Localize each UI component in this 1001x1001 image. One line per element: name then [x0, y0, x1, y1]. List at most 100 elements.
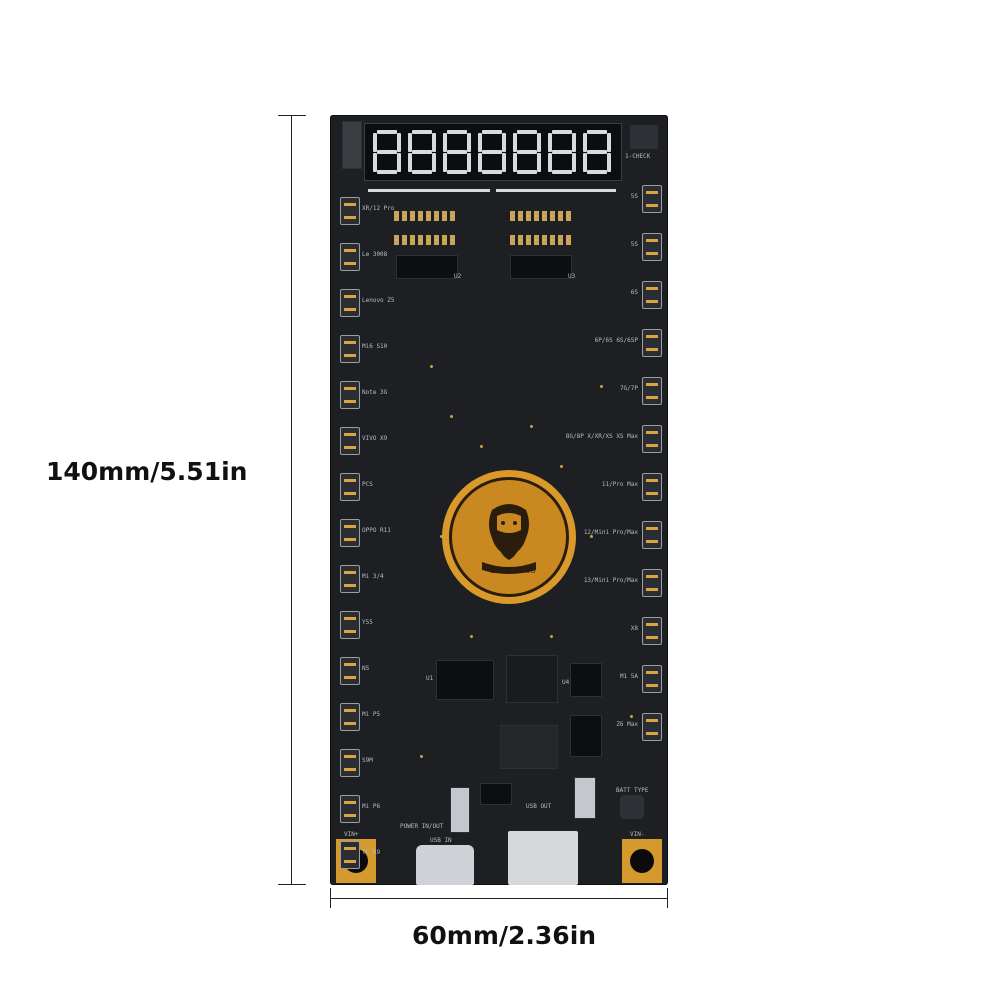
logo-ring: Since 1938	[449, 477, 569, 597]
resistor	[450, 211, 455, 221]
connector-label-left: Lenovo Z5	[362, 297, 395, 304]
display-digit	[513, 130, 541, 174]
solder-dot	[480, 445, 483, 448]
resistor	[558, 211, 563, 221]
logo-badge: Since 1938	[442, 470, 576, 604]
battery-connector-left[interactable]	[340, 473, 360, 501]
battery-connector-right[interactable]	[642, 185, 662, 213]
battery-connector-left[interactable]	[340, 519, 360, 547]
display-digit	[443, 130, 471, 174]
resistor	[542, 235, 547, 245]
check-label: 1-CHECK	[625, 153, 651, 160]
battery-connector-right[interactable]	[642, 233, 662, 261]
battery-connector-left[interactable]	[340, 381, 360, 409]
solder-dot	[420, 755, 423, 758]
battery-connector-left[interactable]	[340, 197, 360, 225]
solder-dot	[430, 365, 433, 368]
toggle-switch[interactable]	[574, 777, 596, 819]
battery-connector-left[interactable]	[340, 657, 360, 685]
usb-a-port[interactable]	[508, 831, 578, 885]
chip-u2	[396, 255, 458, 279]
battery-connector-left[interactable]	[340, 289, 360, 317]
display-digit	[373, 130, 401, 174]
resistor	[526, 211, 531, 221]
connector-label-left: TC R9	[362, 849, 381, 856]
battery-connector-right[interactable]	[642, 329, 662, 357]
connector-label-left: Le 3008	[362, 251, 388, 258]
resistor	[418, 235, 423, 245]
check-button[interactable]	[630, 125, 658, 149]
battery-connector-left[interactable]	[340, 243, 360, 271]
connector-label-left: Y55	[362, 619, 373, 626]
vin-minus-pad[interactable]	[622, 839, 662, 883]
battery-connector-right[interactable]	[642, 377, 662, 405]
battery-connector-right[interactable]	[642, 521, 662, 549]
connector-label-left: S9M	[362, 757, 373, 764]
battery-connector-right[interactable]	[642, 617, 662, 645]
display-digit	[548, 130, 576, 174]
connector-label-right: 5S	[630, 193, 638, 200]
connector-label-right: 8G/8P X/XR/XS XS Max	[565, 433, 638, 440]
resistor	[418, 211, 423, 221]
battery-connector-right[interactable]	[642, 665, 662, 693]
label-power: POWER IN/OUT	[400, 823, 444, 830]
label-vin-minus: VIN-	[630, 831, 645, 838]
solder-dot	[450, 415, 453, 418]
battery-connector-right[interactable]	[642, 425, 662, 453]
battery-connector-right[interactable]	[642, 281, 662, 309]
resistor	[442, 235, 447, 245]
batt-type-button[interactable]	[620, 795, 644, 819]
battery-connector-left[interactable]	[340, 703, 360, 731]
connector-label-right: 7G/7P	[619, 385, 638, 392]
display-digit	[408, 130, 436, 174]
width-dimension-cap-left	[330, 888, 331, 908]
connector-label-right: 6S	[630, 289, 638, 296]
width-dimension-cap-right	[667, 888, 668, 908]
width-dimension-line	[330, 898, 668, 899]
battery-connector-left[interactable]	[340, 427, 360, 455]
chip-u4	[570, 663, 602, 697]
connector-label-left: NS	[362, 665, 370, 672]
chip-lower-mid	[500, 725, 558, 769]
solder-dot	[470, 635, 473, 638]
battery-connector-left[interactable]	[340, 795, 360, 823]
battery-connector-left[interactable]	[340, 565, 360, 593]
logo-caption: Since 1938	[490, 566, 536, 575]
connector-label-right: 5S	[630, 241, 638, 248]
solder-dot	[550, 635, 553, 638]
solder-dot	[590, 535, 593, 538]
connector-label-right: Z6 Max	[616, 721, 638, 728]
battery-connector-right[interactable]	[642, 569, 662, 597]
resistor	[426, 211, 431, 221]
resistor	[402, 235, 407, 245]
battery-connector-left[interactable]	[340, 611, 360, 639]
resistor	[566, 211, 571, 221]
battery-connector-left[interactable]	[340, 335, 360, 363]
usb-c-port[interactable]	[416, 845, 474, 885]
solder-dot	[600, 385, 603, 388]
display-underline-right	[496, 189, 616, 192]
battery-connector-right[interactable]	[642, 713, 662, 741]
battery-connector-left[interactable]	[340, 749, 360, 777]
connector-label-right: 13/Mini Pro/Max	[583, 577, 638, 584]
display-digit	[583, 130, 611, 174]
battery-connector-left[interactable]	[340, 841, 360, 869]
chip-u3-label: U3	[568, 273, 576, 280]
connector-label-left: Mi6 S10	[362, 343, 388, 350]
display-digit	[478, 130, 506, 174]
resistor	[394, 235, 399, 245]
display-underline-left	[368, 189, 490, 192]
resistor	[442, 211, 447, 221]
label-usb-in: USB IN	[430, 837, 452, 844]
power-switch[interactable]	[450, 787, 470, 833]
chip-u1-label: U1	[426, 675, 434, 682]
small-chip-bottom	[480, 783, 512, 805]
connector-label-left: OPPO R11	[362, 527, 391, 534]
battery-connector-right[interactable]	[642, 473, 662, 501]
height-dimension-line	[291, 115, 292, 885]
resistor	[434, 235, 439, 245]
height-dimension-cap-top	[278, 115, 306, 116]
resistor	[534, 235, 539, 245]
solder-dot	[440, 535, 443, 538]
resistor	[542, 211, 547, 221]
